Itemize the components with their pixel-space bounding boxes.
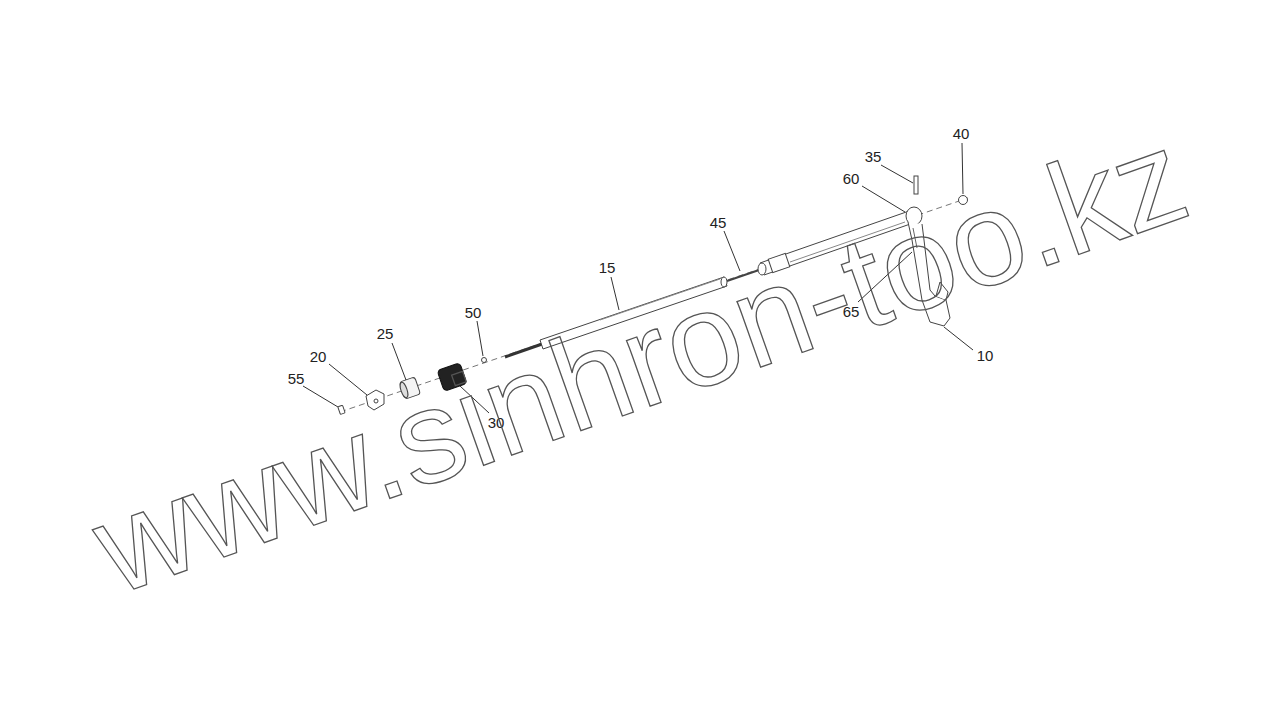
callout-number: 45 bbox=[710, 215, 727, 230]
callout-number: 25 bbox=[377, 326, 394, 341]
callout-number: 10 bbox=[977, 348, 994, 363]
callout-number: 40 bbox=[953, 126, 970, 141]
callout-number: 55 bbox=[288, 371, 305, 386]
watermark: www.sinhron-too.kz bbox=[79, 109, 1202, 615]
callout-number: 20 bbox=[310, 349, 327, 364]
callout-number: 35 bbox=[865, 149, 882, 164]
pin bbox=[914, 176, 918, 194]
callout-number: 50 bbox=[465, 305, 482, 320]
callout-number: 60 bbox=[843, 171, 860, 186]
callout-number: 15 bbox=[599, 260, 616, 275]
